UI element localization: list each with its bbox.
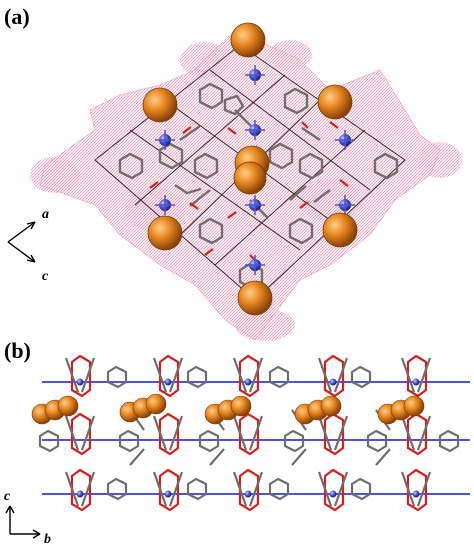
axis-a-arrow [7, 221, 36, 243]
axis-b-label: b [44, 532, 51, 545]
oxygen-bonds-a [149, 107, 349, 262]
axis-c-arrow [7, 241, 36, 263]
guest-molecules-b [31, 393, 425, 425]
panel-a: (a) [4, 4, 462, 341]
blue-linkers-b [42, 381, 470, 495]
metal-nodes-b [76, 378, 420, 498]
axis-a-label: a [42, 207, 49, 222]
axis-indicator-a [7, 221, 36, 263]
metal-spokes-a [155, 65, 355, 275]
cage-columns-b [38, 354, 460, 512]
axis-c-label-b: c [4, 489, 11, 504]
panel-b: (b) [4, 338, 470, 545]
panel-a-label: (a) [4, 4, 30, 29]
framework-sticks-a [118, 82, 399, 290]
panel-b-label: (b) [4, 338, 31, 363]
guest-spheres-a [142, 22, 358, 316]
axis-indicator-b [5, 505, 41, 539]
axis-c-label: c [42, 269, 49, 284]
